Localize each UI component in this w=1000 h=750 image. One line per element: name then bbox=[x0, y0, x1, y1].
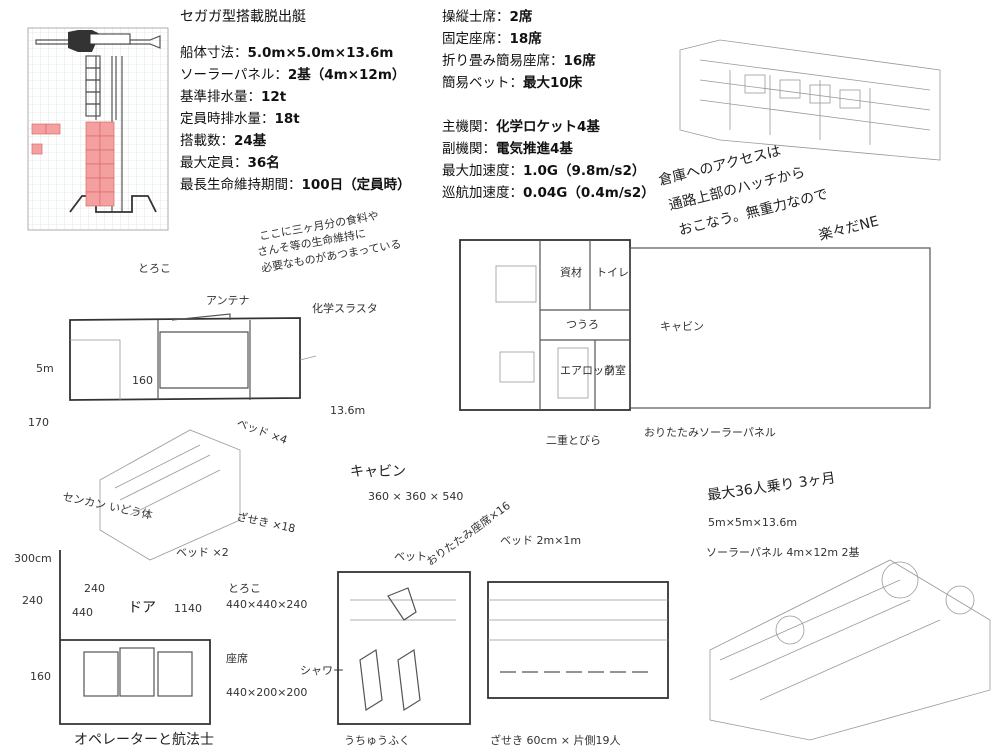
svg-text:440×200×200: 440×200×200 bbox=[226, 686, 307, 699]
iso-hull-sketch bbox=[709, 559, 991, 741]
svg-text:とろこ: とろこ bbox=[138, 262, 171, 275]
svg-text:おりたたみソーラーパネル: おりたたみソーラーパネル bbox=[644, 426, 776, 439]
spec-left: セガガ型搭載脱出艇 船体寸法：5.0m×5.0m×13.6m ソーラーパネル：2… bbox=[180, 6, 411, 196]
svg-text:170: 170 bbox=[28, 416, 49, 429]
svg-text:楽々だNE: 楽々だNE bbox=[817, 214, 880, 244]
hangar-schematic bbox=[27, 27, 169, 231]
svg-text:1140: 1140 bbox=[174, 602, 202, 615]
spec-row-fixed-seats: 固定座席：18席 bbox=[442, 31, 542, 47]
svg-text:うちゅうふく: うちゅうふく bbox=[344, 734, 410, 747]
spec-title: セガガ型搭載脱出艇 bbox=[180, 9, 306, 25]
pink-modules bbox=[31, 121, 115, 207]
svg-text:300cm: 300cm bbox=[14, 552, 52, 565]
spec-right: 操縦士席：2席 固定座席：18席 折り畳み簡易座席：16席 簡易ベット：最大10… bbox=[442, 6, 655, 204]
svg-text:化学スラスタ: 化学スラスタ bbox=[312, 301, 378, 315]
spec-row-count: 搭載数：24基 bbox=[180, 133, 267, 149]
spec-row-solar: ソーラーパネル：2基（4m×12m） bbox=[180, 67, 406, 83]
svg-text:360 × 360 × 540: 360 × 360 × 540 bbox=[368, 490, 463, 503]
svg-text:つうろ: つうろ bbox=[566, 318, 599, 331]
svg-text:240: 240 bbox=[22, 594, 43, 607]
spec-row-full-displacement: 定員時排水量：18t bbox=[180, 111, 300, 127]
left-column bbox=[85, 55, 101, 117]
svg-text:座席: 座席 bbox=[226, 651, 248, 665]
svg-text:5m: 5m bbox=[36, 362, 54, 375]
svg-text:資材: 資材 bbox=[560, 265, 582, 279]
spec-row-main-engine: 主機関：化学ロケット4基 bbox=[442, 119, 600, 135]
svg-text:240: 240 bbox=[84, 582, 105, 595]
capacity-notes: 最大36人乗り 3ヶ月 5m×5m×13.6m ソーラーパネル 4m×12m 2… bbox=[706, 470, 860, 559]
seat-row-section: ベッド 2m×1m ざせき 60cm × 片側19人 bbox=[487, 534, 669, 747]
hull-perspective-sketch bbox=[679, 39, 941, 161]
svg-text:最大36人乗り 3ヶ月: 最大36人乗り 3ヶ月 bbox=[706, 470, 836, 504]
spec-row-life-support: 最長生命維持期間：100日（定員時） bbox=[180, 177, 411, 193]
floor-plan: 資材 トイレ つうろ キャビン エアロック 前室 二重とびら おりたたみソーラー… bbox=[459, 239, 931, 447]
svg-text:440×440×240: 440×440×240 bbox=[226, 598, 307, 611]
svg-text:エアロック: エアロック bbox=[560, 364, 615, 377]
cockpit-plan: 300cm 240 240 440 ドア 1140 とろこ 440×440×24… bbox=[14, 550, 307, 748]
spec-row-std-displacement: 基準排水量：12t bbox=[180, 89, 287, 105]
side-section-sketch: ここに三ヶ月分の食料や さんそ等の生命維持に 必要なものがあつまっている とろこ… bbox=[28, 208, 402, 447]
svg-text:160: 160 bbox=[30, 670, 51, 683]
svg-text:トイレ: トイレ bbox=[596, 266, 629, 279]
svg-text:ベッド ×2: ベッド ×2 bbox=[176, 546, 229, 559]
access-note: 倉庫へのアクセスは 通路上部のハッチから おこなう。無重力なので 楽々だNE bbox=[657, 142, 881, 244]
svg-text:ソーラーパネル 4m×12m 2基: ソーラーパネル 4m×12m 2基 bbox=[706, 546, 860, 559]
spec-row-folding-seats: 折り畳み簡易座席：16席 bbox=[442, 53, 596, 69]
svg-text:ベッド ×4: ベッド ×4 bbox=[235, 417, 289, 447]
svg-text:13.6m: 13.6m bbox=[330, 404, 365, 417]
svg-text:前室: 前室 bbox=[604, 363, 626, 377]
svg-text:キャビン: キャビン bbox=[660, 320, 704, 333]
svg-text:とろこ: とろこ bbox=[228, 582, 261, 595]
svg-text:160: 160 bbox=[132, 374, 153, 387]
spec-row-pilot-seats: 操縦士席：2席 bbox=[442, 9, 533, 25]
spec-row-hull: 船体寸法：5.0m×5.0m×13.6m bbox=[180, 45, 394, 61]
svg-text:ベット: ベット bbox=[394, 550, 427, 563]
spec-row-cruise-accel: 巡航加速度：0.04G（0.4m/s2） bbox=[442, 185, 655, 201]
svg-text:キャビン: キャビン bbox=[350, 464, 406, 480]
spec-row-sub-engine: 副機関：電気推進4基 bbox=[442, 141, 573, 157]
cabin-iso-sketch: センカン いどう体 ざせき ×18 ベッド ×2 キャビン 360 × 360 … bbox=[61, 429, 463, 561]
svg-text:ベッド 2m×1m: ベッド 2m×1m bbox=[500, 534, 581, 547]
spec-row-max-accel: 最大加速度：1.0G（9.8m/s2） bbox=[442, 163, 646, 179]
svg-text:ドア: ドア bbox=[128, 600, 156, 616]
spec-row-beds: 簡易ベット：最大10床 bbox=[442, 75, 583, 91]
bed-section: ベット おりたたみ座席×16 シャワー うちゅうふく bbox=[300, 498, 513, 747]
svg-text:5m×5m×13.6m: 5m×5m×13.6m bbox=[708, 516, 797, 529]
svg-text:440: 440 bbox=[72, 606, 93, 619]
svg-text:ざせき 60cm × 片側19人: ざせき 60cm × 片側19人 bbox=[490, 733, 620, 747]
svg-text:オペレーターと航法士: オペレーターと航法士 bbox=[74, 732, 214, 748]
spec-row-capacity: 最大定員：36名 bbox=[180, 155, 280, 171]
svg-text:ざせき ×18: ざせき ×18 bbox=[235, 509, 296, 535]
svg-text:アンテナ: アンテナ bbox=[206, 294, 250, 307]
svg-text:シャワー: シャワー bbox=[300, 664, 344, 677]
svg-text:センカン いどう体: センカン いどう体 bbox=[61, 489, 153, 522]
svg-text:二重とびら: 二重とびら bbox=[546, 433, 601, 447]
